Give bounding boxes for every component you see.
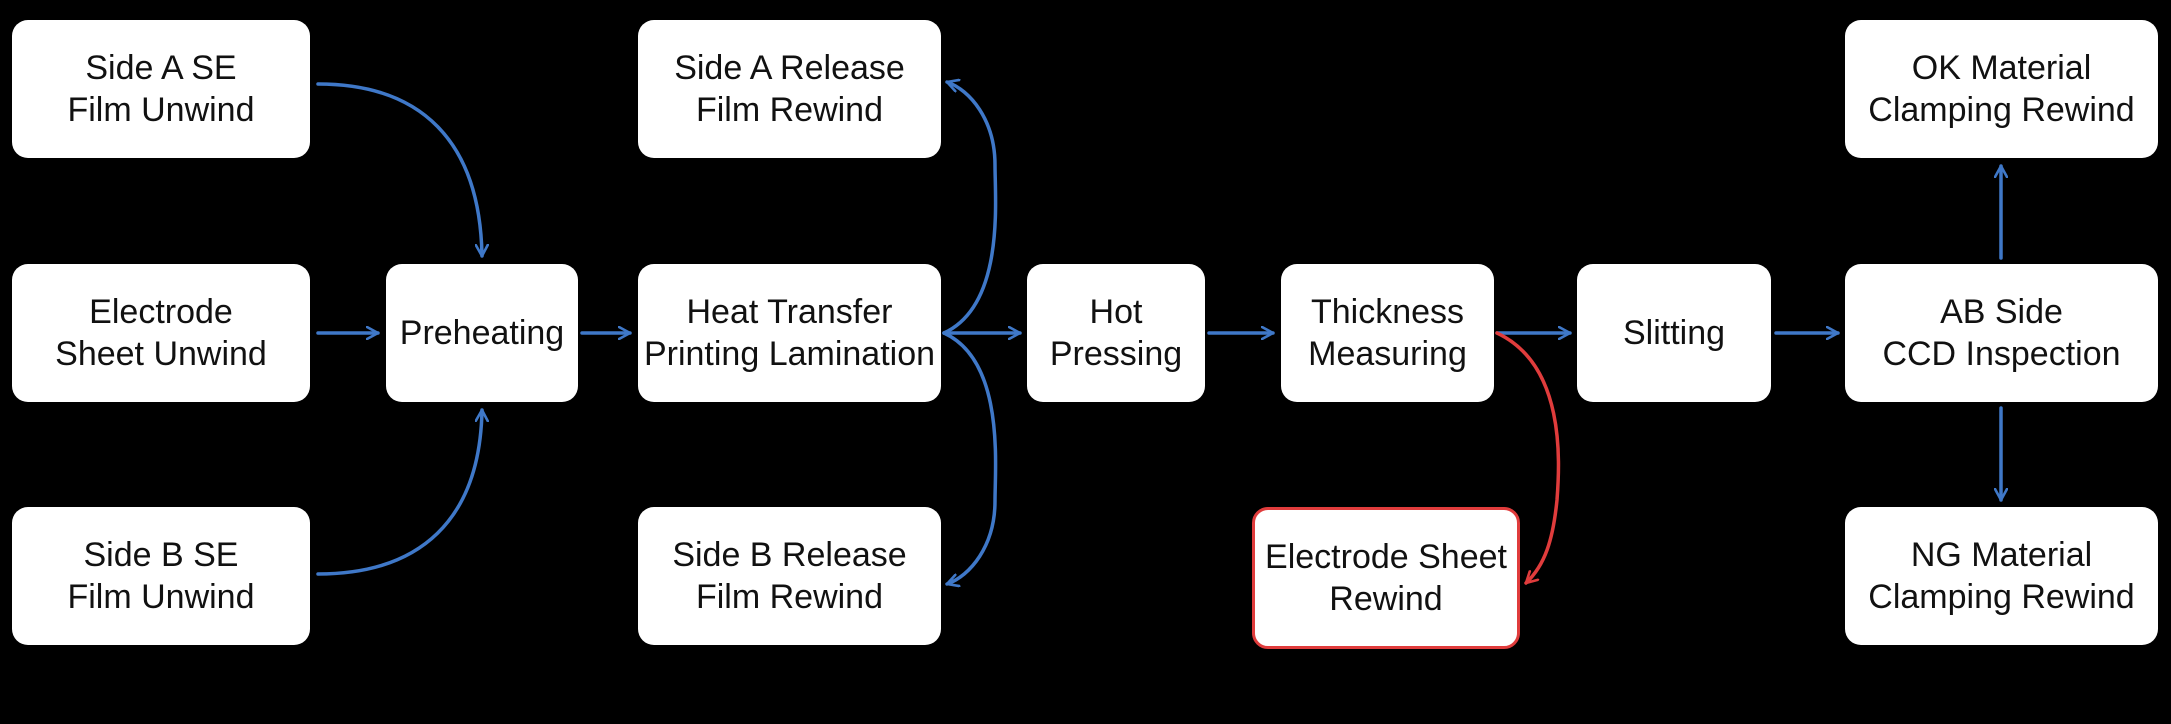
node-label-line: Film Unwind [67,91,255,129]
node-label-line: Film Rewind [695,578,884,616]
node-label-line: Side B SE [83,536,239,574]
node-label-line: Preheating [399,314,565,352]
node-label-line: Electrode [89,293,233,331]
node-side-b-se-film-unwind: Side B SE Film Unwind [12,507,310,645]
node-label-line: Side A SE [85,49,237,87]
node-preheating: Preheating [386,264,578,402]
node-label-line: Clamping Rewind [1868,578,2135,616]
node-label-line: AB Side [1940,293,2063,331]
node-label-line: Clamping Rewind [1868,91,2135,129]
node-slitting: Slitting [1577,264,1771,402]
node-label-line: Rewind [1329,580,1443,618]
node-label-line: Hot [1089,293,1143,331]
reject-arrow-thickness-measuring-to-electrode-sheet-rewind [1495,331,1561,585]
flow-arrow-heat-transfer-printing-lamination-to-side-b-release-film-rewind [942,331,998,584]
node-label-line: Measuring [1308,335,1467,373]
node-side-a-se-film-unwind: Side A SE Film Unwind [12,20,310,158]
flow-arrow-side-a-se-film-unwind-to-preheating [316,82,482,258]
node-label-line: OK Material [1911,49,2092,87]
node-label-line: Thickness [1310,293,1465,331]
node-label-line: Film Unwind [67,578,255,616]
node-label-line: Side B Release [672,536,907,574]
node-label-line: NG Material [1910,536,2093,574]
node-label-line: Heat Transfer [686,293,893,331]
node-label-line: Side A Release [674,49,905,87]
node-label-line: Pressing [1049,335,1183,373]
node-label-line: Film Rewind [695,91,884,129]
node-label-line: Slitting [1622,314,1726,352]
node-label-line: CCD Inspection [1882,335,2121,373]
flow-arrow-heat-transfer-printing-lamination-to-side-a-release-film-rewind [942,82,998,335]
flow-arrow-side-b-se-film-unwind-to-preheating [316,408,482,576]
node-label-line: Sheet Unwind [55,335,267,373]
node-label-line: Printing Lamination [643,335,936,373]
node-label-line: Electrode Sheet [1265,538,1507,576]
